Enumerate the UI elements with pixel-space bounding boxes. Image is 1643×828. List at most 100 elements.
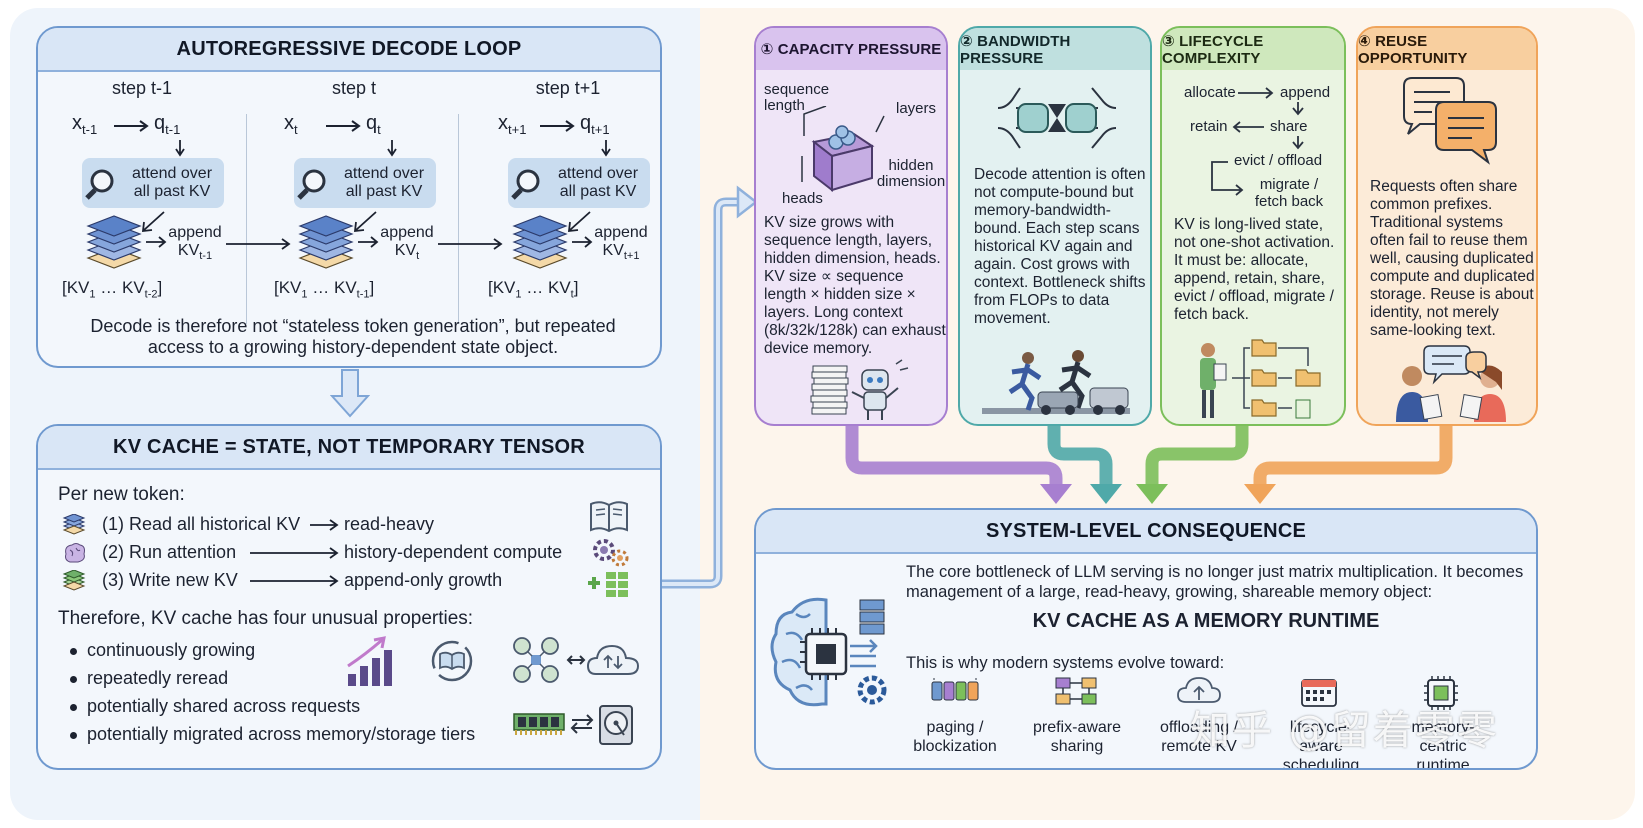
migrate-label: migrate / fetch back <box>1254 176 1324 210</box>
bullet-dot <box>70 731 77 739</box>
kv-range-end-sub: t-1 <box>356 288 370 301</box>
lifecycle-complexity-title: ③ LIFECYCLE COMPLEXITY <box>1162 28 1344 70</box>
kv-range-mid: … KV <box>95 278 145 297</box>
cloud-sync-icon <box>566 644 640 675</box>
bandwidth-pressure-body: Decode attention is often not compute-bo… <box>974 166 1146 327</box>
q-subscript: t <box>377 122 381 137</box>
bandwidth-pressure-card: ② BANDWIDTH PRESSURE Decode attention is… <box>958 26 1152 426</box>
x-symbol: x <box>72 112 82 134</box>
system-consequence-panel: SYSTEM-LEVEL CONSEQUENCE The core bottle… <box>754 508 1538 770</box>
x-subscript: t <box>294 122 298 137</box>
cube-icon <box>801 106 885 193</box>
property-label: potentially shared across requests <box>87 696 361 716</box>
op-result: history-dependent compute <box>344 542 563 562</box>
property-label: repeatedly reread <box>87 668 229 688</box>
bottleneck-pipe-icon <box>997 87 1117 149</box>
attend-label: attend over all past KV <box>131 165 213 200</box>
diag-arrow <box>567 211 591 233</box>
step-title: step t-1 <box>111 78 173 98</box>
bullet-dot <box>70 647 77 655</box>
attend-label: attend over all past KV <box>557 165 639 200</box>
brain-chip-icon <box>770 597 887 707</box>
down-small-arrow <box>601 140 611 157</box>
down-small-arrow <box>175 140 185 157</box>
technique-label: prefix-aware sharing <box>1032 719 1122 755</box>
bullet-dot <box>70 675 77 683</box>
magnifier-icon <box>85 169 114 200</box>
decode-loop-title: AUTOREGRESSIVE DECODE LOOP <box>38 28 660 72</box>
append-label: append KVt <box>376 224 438 265</box>
q-symbol: q <box>580 112 592 134</box>
append-subscript: t+1 <box>623 250 640 263</box>
kv-stack-icon <box>86 215 142 269</box>
op-row: (1) Read all historical KV read-heavy <box>62 512 602 536</box>
append-arrow <box>572 236 593 248</box>
kv-stack-icon <box>298 215 354 269</box>
memory-runtime-headline: KV CACHE AS A MEMORY RUNTIME <box>1032 610 1380 632</box>
attend-box: attend over all past KV <box>508 158 650 208</box>
append-text: append KV <box>168 224 222 259</box>
connector-arrow <box>662 185 759 589</box>
kv-range: [KV1 … KVt-1] <box>274 278 374 300</box>
growth-chart-icon <box>347 636 392 686</box>
x-symbol: x <box>498 112 508 134</box>
watermark: 知乎 @留着零零 <box>1190 708 1499 754</box>
reuse-opportunity-body: Requests often share common prefixes. Tr… <box>1370 178 1535 339</box>
kv-range-open: [KV <box>274 278 302 297</box>
sequence-length-label: sequence length <box>764 81 830 114</box>
append-label: append KVt-1 <box>164 224 226 265</box>
book-icon <box>590 501 628 533</box>
attend-box: attend over all past KV <box>82 158 224 208</box>
person-folders-icon <box>1200 339 1321 419</box>
layers-label: layers <box>896 100 937 117</box>
hard-drive-icon <box>599 705 633 745</box>
append-label: append <box>1280 84 1331 101</box>
kv-range-start-sub: 1 <box>515 288 522 301</box>
property-label: potentially migrated across memory/stora… <box>87 724 476 744</box>
runtime-technique: paging / blockization <box>896 676 1014 756</box>
reuse-arrow <box>1244 426 1453 504</box>
brain-icon <box>65 543 85 563</box>
op-label: (2) Run attention <box>102 542 237 562</box>
step-column: step t-1 xt-1 qt-1 attend over all past … <box>38 28 291 328</box>
share-label: share <box>1270 118 1308 135</box>
capacity-pressure-card: ① CAPACITY PRESSURE sequence length laye… <box>754 26 948 426</box>
op-row: (2) Run attention history-dependent comp… <box>62 540 602 564</box>
lifecycle-flow-arrows <box>1211 87 1304 196</box>
system-consequence-title: SYSTEM-LEVEL CONSEQUENCE <box>756 510 1536 554</box>
attend-box: attend over all past KV <box>294 158 436 208</box>
green-layers-icon <box>62 570 86 591</box>
capacity-pressure-body: KV size grows with sequence length, laye… <box>764 214 946 357</box>
append-text: append KV <box>380 224 434 259</box>
runtime-technique: lifecycle-aware scheduling <box>1262 676 1380 770</box>
step-title: step t+1 <box>535 78 601 98</box>
reuse-opportunity-card: ④ REUSE OPPORTUNITY Requests often share… <box>1356 26 1538 426</box>
people-sharing-icon <box>1396 345 1506 422</box>
to-query-arrow <box>326 120 361 132</box>
query-token: qt <box>366 112 381 137</box>
kv-range-end-sub: t-2 <box>144 288 158 301</box>
tree-icon <box>1055 677 1097 705</box>
attend-label: attend over all past KV <box>343 165 425 200</box>
memory-stick-icon <box>513 713 565 735</box>
op-arrow <box>250 575 339 587</box>
op-row: (3) Write new KV append-only growth <box>62 568 602 592</box>
runtime-technique: memory-centric runtime design <box>1384 676 1502 768</box>
append-arrow <box>146 236 167 248</box>
op-result: append-only growth <box>344 570 503 590</box>
step-title: step t <box>331 78 377 98</box>
q-symbol: q <box>366 112 378 134</box>
technique-label: offloading / remote KV <box>1160 719 1238 755</box>
lifecycle-complexity-body: KV is long-lived state, not one-shot act… <box>1174 216 1335 323</box>
step-divider <box>246 114 247 324</box>
query-token: qt+1 <box>580 112 610 137</box>
magnifier-icon <box>511 169 540 200</box>
kv-cache-title: KV CACHE = STATE, NOT TEMPORARY TENSOR <box>38 426 660 470</box>
therefore-label: Therefore, KV cache has four unusual pro… <box>58 608 474 629</box>
op-arrow <box>250 547 339 559</box>
per-token-label: Per new token: <box>58 484 185 505</box>
evict-label: evict / offload <box>1234 152 1323 169</box>
layers-icon <box>62 514 86 535</box>
technique-label: lifecycle-aware scheduling <box>1282 719 1360 770</box>
step-column: step t+1 x t+1 qt+1 attend over all past … <box>464 28 660 328</box>
